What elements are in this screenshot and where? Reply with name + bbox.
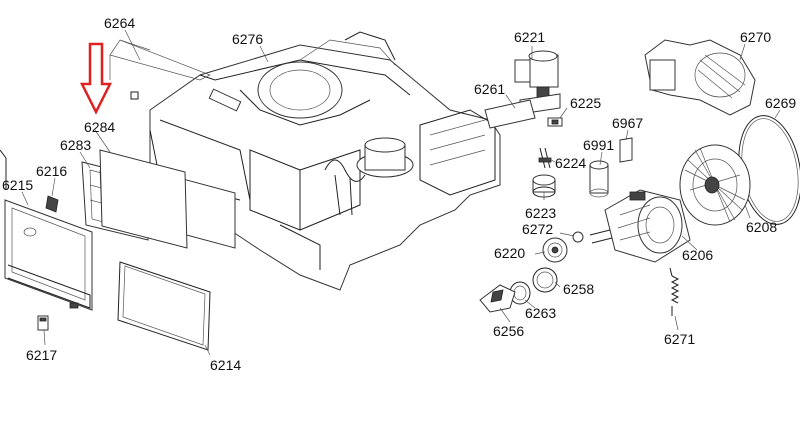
highlight-arrow [79,42,113,115]
callout-6258: 6258 [563,281,595,297]
callout-6991: 6991 [583,137,615,153]
main-housing [149,31,501,291]
callout-6263: 6263 [525,305,557,321]
callout-6264: 6264 [104,15,136,31]
callout-6220: 6220 [494,245,526,261]
callout-6269: 6269 [765,95,797,111]
callout-6216: 6216 [36,163,68,179]
callout-6223: 6223 [525,205,557,221]
callout-6270: 6270 [740,29,772,45]
callout-6217: 6217 [26,347,58,363]
callout-6284: 6284 [84,119,116,135]
filter-media [99,149,188,249]
front-panel [0,149,93,311]
callout-6271: 6271 [664,331,696,347]
bearing [542,237,568,263]
callout-6276: 6276 [232,31,264,47]
spring [669,267,680,316]
callout-6221: 6221 [514,29,546,45]
round-cap [532,174,556,198]
mounting-bracket [484,99,536,129]
callout-6967: 6967 [612,115,644,131]
gasket [117,261,211,351]
clip-part [37,315,49,331]
solenoid-valve [514,50,561,115]
callout-6225: 6225 [570,95,602,111]
motor-bracket [479,284,516,313]
callout-6214: 6214 [210,357,242,373]
rear-cover-outline [109,39,211,100]
seal-ring [532,267,558,293]
label-card [619,137,633,163]
latch-part [45,195,59,213]
callout-6208: 6208 [746,219,778,235]
motor [589,189,691,263]
callout-6256: 6256 [493,323,525,339]
connector-pins [538,147,552,169]
sensor-clip [547,117,563,127]
callout-6283: 6283 [60,137,92,153]
callout-6224: 6224 [555,155,587,171]
callout-6215: 6215 [2,177,34,193]
blower-housing [644,39,756,116]
small-washer [572,231,584,243]
fan-wheel [679,144,751,226]
callout-6261: 6261 [474,81,506,97]
leader-lines [21,29,781,356]
callout-6272: 6272 [522,221,554,237]
capacitor [589,160,609,198]
callout-6206: 6206 [682,247,714,263]
